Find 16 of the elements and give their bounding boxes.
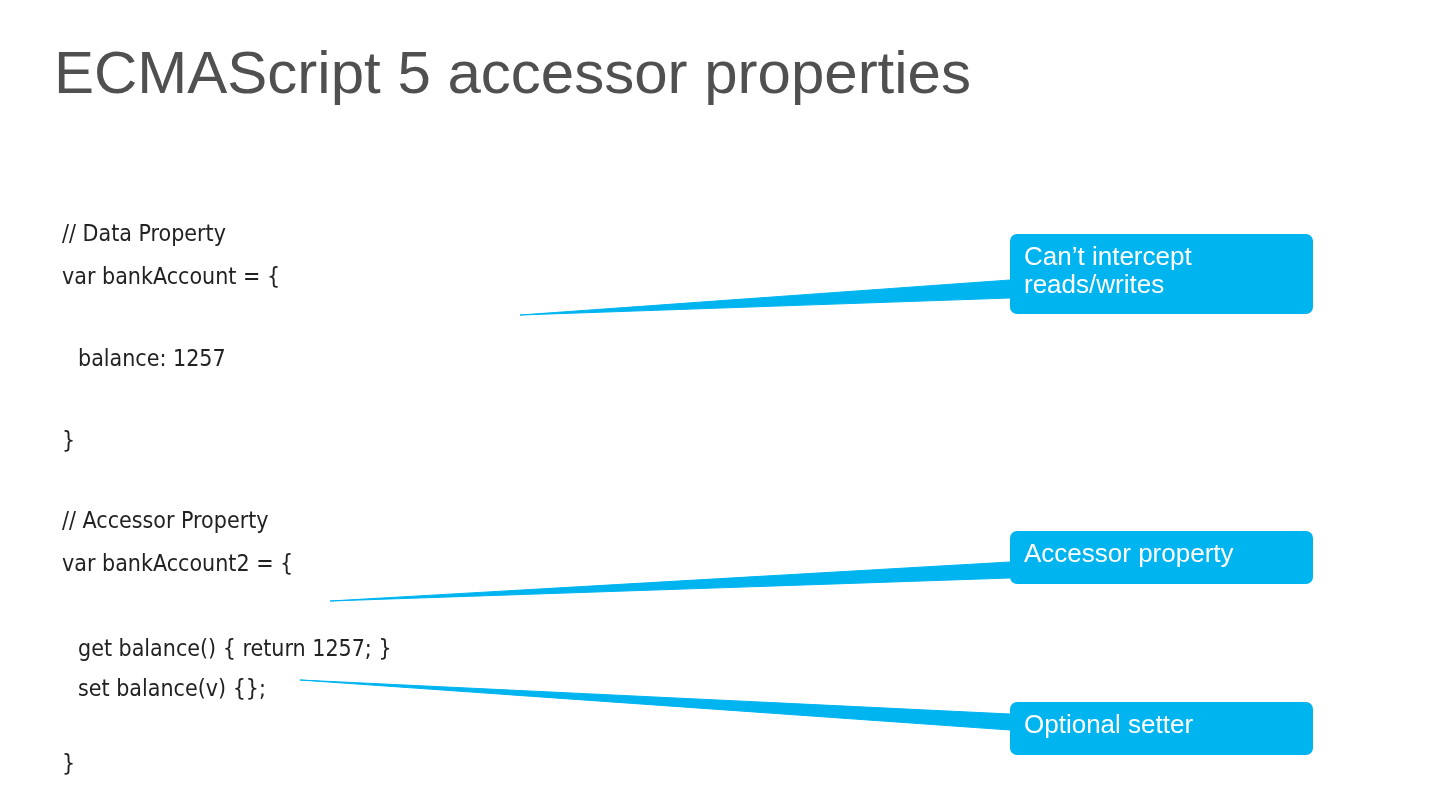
callout-box: Accessor property <box>1010 531 1313 584</box>
code-comment: // Accessor Property <box>62 506 269 535</box>
code-line: var bankAccount = { <box>62 262 281 291</box>
code-line: set balance(v) {}; <box>78 674 266 703</box>
callout-box: Can’t intercept reads/writes <box>1010 234 1313 314</box>
code-line: } <box>62 426 76 455</box>
leader-line <box>299 679 1011 731</box>
code-line: balance: 1257 <box>78 344 226 373</box>
code-line: var bankAccount2 = { <box>62 549 294 578</box>
slide-title: ECMAScript 5 accessor properties <box>54 38 971 107</box>
code-comment: // Data Property <box>62 219 226 248</box>
leader-line <box>519 279 1011 316</box>
leader-line <box>329 561 1011 602</box>
code-line: } <box>62 749 76 778</box>
callout-box: Optional setter <box>1010 702 1313 755</box>
code-line: get balance() { return 1257; } <box>78 634 392 663</box>
